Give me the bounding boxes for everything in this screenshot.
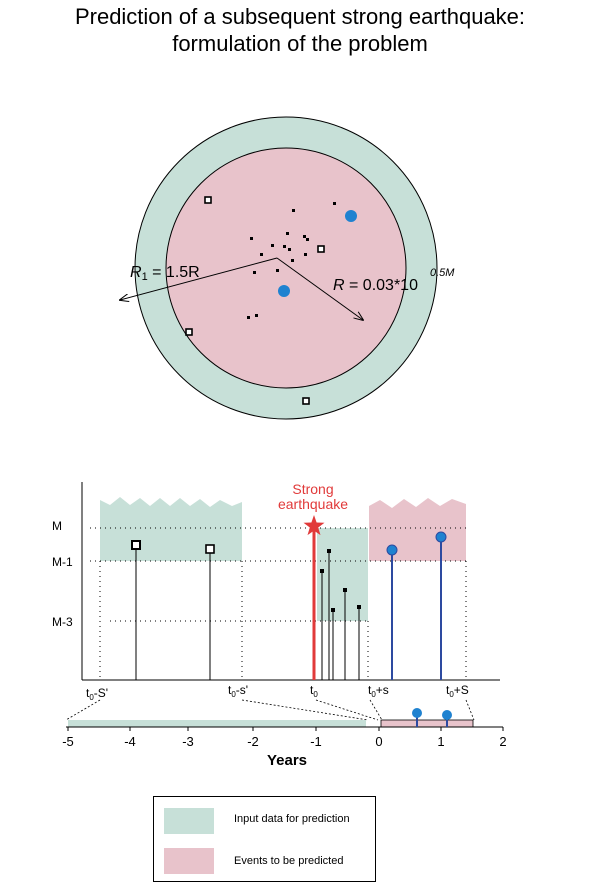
title-line-1: Prediction of a subsequent strong earthq… [74, 4, 526, 29]
year-tick-label: 1 [437, 734, 444, 749]
input-period-bar [68, 720, 366, 727]
magnitude-label-m-3: M-3 [52, 615, 73, 629]
year-tick-label: 0 [375, 734, 382, 749]
event-dot [260, 253, 263, 256]
blue-event-marker [386, 544, 398, 556]
time-label-t0-plus-s: t0+s [368, 683, 389, 699]
blue-event-marker [278, 285, 290, 297]
event-dot [343, 588, 347, 592]
timeline-diagram: M M-1 M-3 Strong earthquake [52, 481, 507, 769]
event-dot [306, 238, 309, 241]
event-dot [283, 245, 286, 248]
magnitude-label-m-1: M-1 [52, 555, 73, 569]
projection-lines [65, 699, 475, 721]
hollow-square-marker [131, 540, 141, 550]
hollow-square-marker [317, 245, 325, 253]
magnitude-guide-lines [90, 527, 466, 622]
aftershock-markers [320, 549, 361, 612]
legend: Input data for prediction Events to be p… [153, 796, 376, 882]
legend-label-predicted: Events to be predicted [234, 855, 344, 867]
event-dot [333, 202, 336, 205]
year-tick-label: -1 [310, 734, 322, 749]
blue-event-marker [435, 531, 447, 543]
legend-swatch-predicted [164, 848, 214, 874]
r-label-exponent: 0.5M [430, 267, 455, 279]
year-tick-label: 2 [499, 734, 506, 749]
legend-label-input: Input data for prediction [234, 813, 350, 825]
magnitude-label-m: M [52, 519, 62, 533]
time-label-t0: t0 [310, 683, 318, 699]
year-tick-label: -5 [62, 734, 74, 749]
event-dot [286, 232, 289, 235]
event-dot [253, 271, 256, 274]
event-dot [357, 605, 361, 609]
legend-swatch-input [164, 808, 214, 834]
year-tick-label: -3 [182, 734, 194, 749]
prediction-period-bar [380, 719, 474, 728]
r1-radius-arrow [120, 257, 278, 300]
strong-earthquake-label-line1: Strong [292, 481, 333, 497]
predicted-events-region [369, 498, 466, 561]
blue-event-marker [442, 710, 452, 720]
year-axis-ticks [67, 727, 504, 731]
event-dot [304, 253, 307, 256]
event-dot [331, 608, 335, 612]
event-dot [276, 269, 279, 272]
event-dot [247, 316, 250, 319]
event-dot [303, 235, 306, 238]
event-dot [255, 314, 258, 317]
event-dot [292, 209, 295, 212]
blue-event-marker [412, 708, 422, 718]
r1-label: R1 = 1.5R [130, 264, 200, 283]
strong-earthquake-star-icon [303, 515, 325, 536]
hollow-square-marker [204, 196, 212, 204]
hollow-square-marker [185, 328, 193, 336]
hollow-square-marker [302, 397, 310, 405]
year-axis-label: Years [267, 752, 307, 769]
blue-event-marker [345, 210, 357, 222]
small-event-dots [247, 202, 336, 319]
circle-diagram: R1 = 1.5R R = 0.03*10 0.5M [120, 116, 455, 420]
r-radius-arrow [276, 257, 363, 320]
event-dot [250, 237, 253, 240]
event-dot [288, 248, 291, 251]
event-dot [291, 259, 294, 262]
year-tick-label: -4 [124, 734, 136, 749]
event-dot [327, 549, 331, 553]
event-dot [271, 244, 274, 247]
time-label-t0-plus-S: t0+S [446, 683, 469, 699]
hollow-square-markers [185, 196, 325, 405]
strong-earthquake-label-line2: earthquake [278, 496, 348, 512]
inner-zone-circle [165, 147, 407, 389]
time-label-t0-minus-s-prime: t0-s' [228, 683, 248, 699]
r-label: R = 0.03*10 [333, 277, 418, 294]
aftershock-stems [321, 551, 360, 680]
event-dot [320, 569, 324, 573]
title-line-2: formulation of the problem [172, 31, 428, 56]
time-label-t0-minus-S-prime: t0-S' [86, 686, 108, 702]
year-tick-label: -2 [247, 734, 259, 749]
hollow-square-marker [205, 544, 215, 554]
time-guide-lines [99, 561, 467, 680]
input-data-region [100, 497, 242, 561]
